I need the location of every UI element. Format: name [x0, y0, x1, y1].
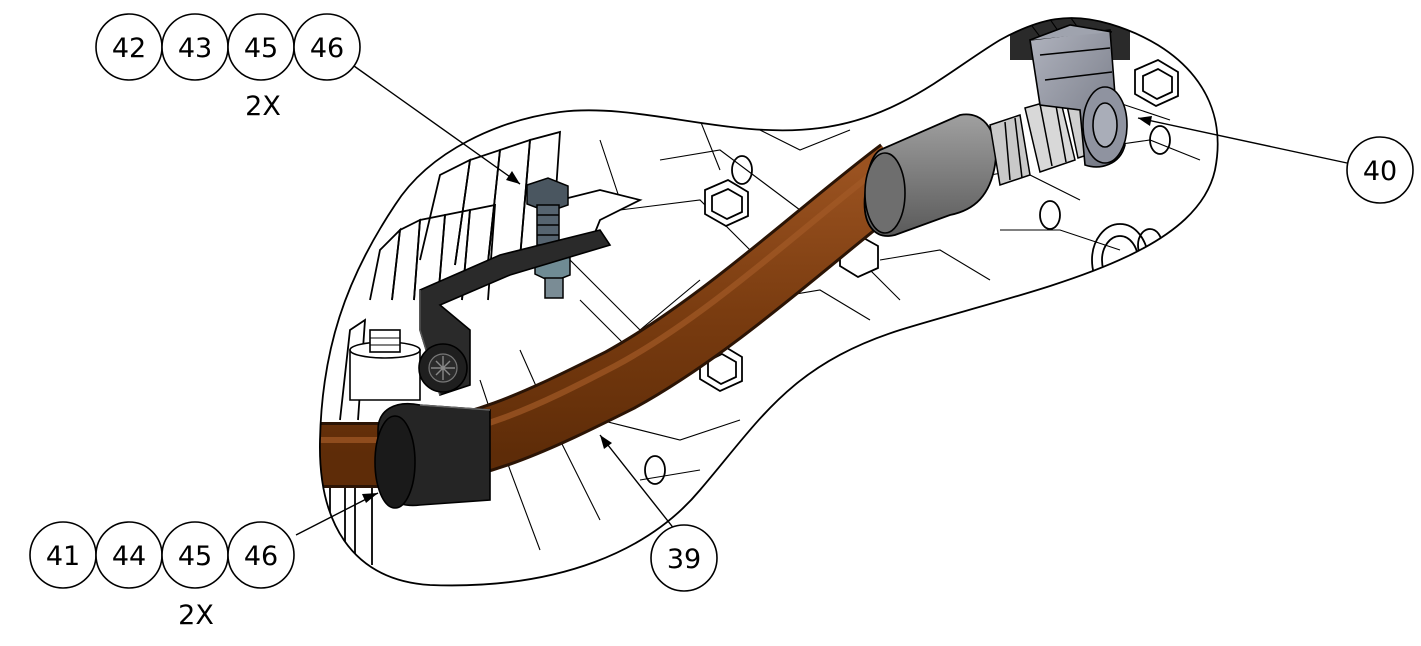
- clamp-bracket: [374, 229, 612, 509]
- leader-bottom-group: [295, 492, 379, 536]
- callout-group-top: 42 43 45 46 2X: [95, 13, 361, 122]
- balloon-45-label: 45: [244, 33, 278, 64]
- quantity-label-bottom: 2X: [178, 600, 214, 631]
- callout-hose: 39: [650, 524, 718, 592]
- balloon-42-label: 42: [112, 33, 146, 64]
- arrowhead-elbow: [1138, 116, 1152, 126]
- balloon-39: [650, 524, 718, 592]
- leader-lines: [295, 65, 1348, 536]
- balloon-40-label: 40: [1363, 156, 1397, 187]
- callout-group-bottom: 41 44 45 46 2X: [29, 521, 295, 631]
- callout-elbow: 40: [1346, 136, 1414, 204]
- detail-view-boundary: [319, 17, 1219, 587]
- balloon-44-label: 44: [112, 541, 146, 572]
- leader-elbow: [1137, 117, 1348, 164]
- arrowhead-hose: [600, 435, 612, 449]
- balloon-41-label: 41: [46, 541, 80, 572]
- balloon-46-bottom-label: 46: [244, 541, 278, 572]
- balloon-39-label: 39: [667, 544, 701, 575]
- hose-sleeve: [863, 113, 997, 237]
- balloon-40: [1346, 136, 1414, 204]
- elbow-fitting-40: [1029, 24, 1128, 168]
- balloon-46-bottom: [227, 521, 295, 589]
- balloon-45-bottom-label: 45: [178, 541, 212, 572]
- machinery-background: [319, 17, 1218, 586]
- quantity-label-top: 2X: [245, 91, 281, 122]
- balloon-43-label: 43: [178, 33, 212, 64]
- leader-top-group: [353, 65, 521, 185]
- balloon-46: [293, 13, 361, 81]
- leader-hose: [599, 434, 676, 531]
- arrowhead-bottom-group: [362, 493, 378, 503]
- balloon-46-label: 46: [310, 33, 344, 64]
- arrowhead-top-group: [506, 171, 520, 184]
